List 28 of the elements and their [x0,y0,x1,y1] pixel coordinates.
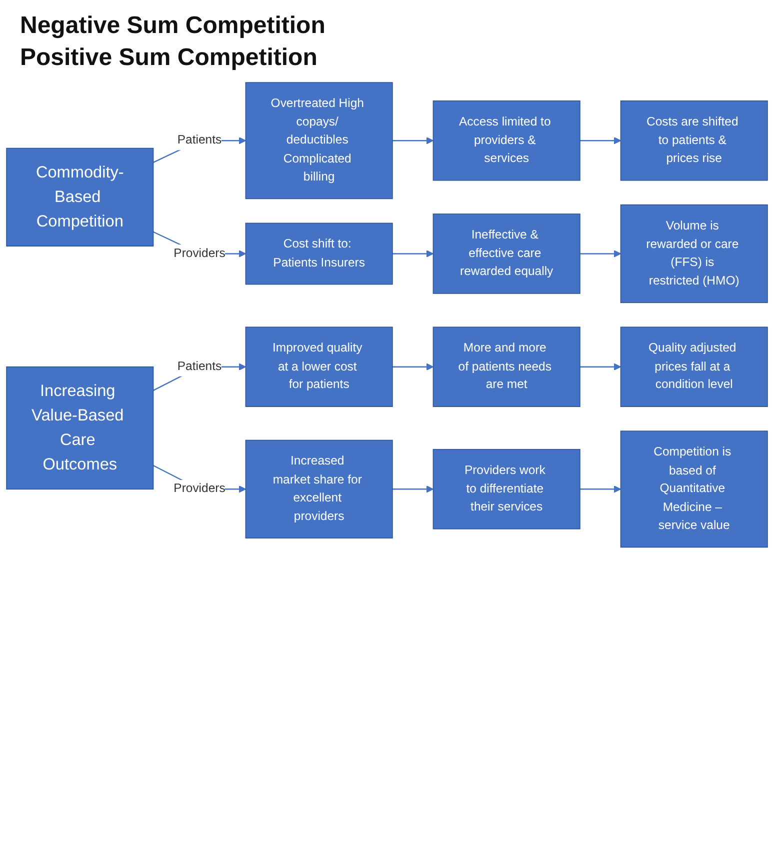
node-box: Improved quality at a lower cost for patients [245,326,393,407]
section-heading: Negative Sum Competition [20,12,326,40]
edge-label: Patients [177,359,222,374]
edge-label: Providers [174,246,226,260]
arrow [580,363,622,370]
edge-label: Patients [177,133,222,147]
node-box: Commodity-Based Competition [6,148,154,246]
node-box: Increased market share for excellent providers [245,440,393,538]
node-box: Competition is based of Quantitative Medicine – service value [620,430,768,548]
node-box: Cost shift to: Patients Insurers [245,222,393,285]
edge-label: Providers [174,482,226,496]
arrow [392,137,434,144]
node-box: Access limited to providers & services [432,100,580,181]
node-box: Overtreated High copays/ deductibles Complicated billing [245,82,393,200]
arrow [580,486,622,493]
arrow [580,137,622,144]
arrow [392,486,434,493]
arrow [580,250,622,258]
node-box: Volume is rewarded or care (FFS) is restricted (HMO) [620,204,768,304]
section-heading: Positive Sum Competition [20,44,318,72]
node-box: Ineffective & effective care rewarded equally [432,214,580,294]
node-box: Quality adjusted prices fall at a condition level [620,326,768,407]
arrow [392,250,434,258]
node-box: Increasing Value-Based Care Outcomes [6,366,154,490]
node-box: Costs are shifted to patients & prices rise [620,100,768,181]
node-box: More and more of patients needs are met [432,326,580,407]
arrow [392,363,434,370]
node-box: Providers work to differentiate their services [432,448,580,530]
